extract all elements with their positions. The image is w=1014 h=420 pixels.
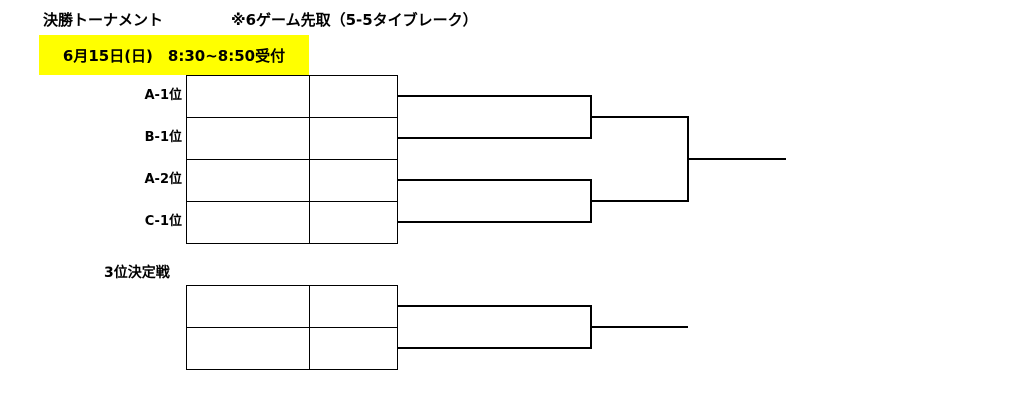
score-cell-2 xyxy=(309,117,398,160)
team-name-cell-3 xyxy=(186,159,310,202)
team-name-cell-4 xyxy=(186,201,310,244)
date-banner-text: 6月15日(日) 8:30~8:50受付 xyxy=(62,46,286,65)
third-team-cell-2 xyxy=(186,327,310,370)
date-banner: 6月15日(日) 8:30~8:50受付 xyxy=(39,35,309,75)
third-team-cell-1 xyxy=(186,285,310,328)
semifinal-1-line xyxy=(398,95,592,139)
team-label-2: B-1位 xyxy=(144,130,182,145)
tournament-title: 決勝トーナメント xyxy=(43,11,164,29)
team-label-1: A-1位 xyxy=(144,88,182,103)
third-place-line xyxy=(398,305,592,349)
semifinal-2-line xyxy=(398,179,592,223)
score-cell-4 xyxy=(309,201,398,244)
third-place-title: 3位決定戦 xyxy=(104,265,170,281)
team-label-4: C-1位 xyxy=(144,214,182,229)
match-rule-note: ※6ゲーム先取（5-5タイブレーク） xyxy=(231,11,478,29)
third-score-cell-2 xyxy=(309,327,398,370)
team-label-3: A-2位 xyxy=(144,172,182,187)
team-name-cell-2 xyxy=(186,117,310,160)
score-cell-3 xyxy=(309,159,398,202)
